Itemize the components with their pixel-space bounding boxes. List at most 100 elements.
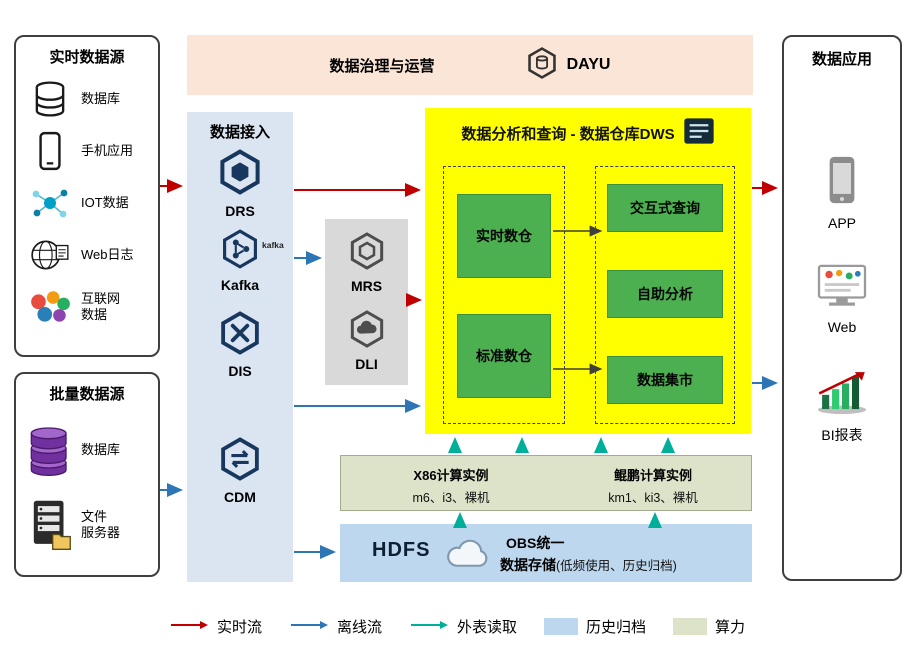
realtime-sources-list: 数据库 手机应用 IOT数据 Web日志	[26, 73, 154, 333]
iot-icon	[26, 185, 74, 221]
compute-group-spec: km1、ki3、裸机	[608, 491, 698, 505]
ingestion-item-label: Kafka	[220, 277, 260, 293]
legend-item-offline-flow: 离线流	[289, 616, 382, 637]
dws-icon	[683, 117, 715, 149]
source-item-database: 数据库	[26, 73, 154, 125]
web-monitor-icon	[816, 263, 868, 314]
red-arrow-icon	[169, 618, 209, 635]
batch-sources-list: 数据库 文件 服务器	[26, 414, 154, 564]
app-phone-icon	[825, 155, 859, 210]
dws-title: 数据分析和查询 - 数据仓库DWS	[461, 125, 675, 143]
platform-panel: MRS DLI	[325, 219, 408, 385]
dli-icon	[347, 309, 387, 354]
legend-item-compute: 算力	[673, 616, 745, 637]
purple-database-icon	[26, 421, 74, 479]
platform-item-label: MRS	[350, 278, 383, 294]
teal-arrow-icon	[409, 618, 449, 635]
blue-arrow-icon	[289, 618, 329, 635]
ingestion-item-label: DRS	[225, 203, 255, 219]
ingestion-item-label: CDM	[224, 489, 256, 505]
cdm-icon	[217, 436, 263, 487]
app-item-label: BI报表	[821, 427, 863, 443]
obs-title-line2: 数据存储	[500, 557, 556, 573]
kafka-wordmark: kafka	[262, 240, 284, 250]
legend-label: 外表读取	[456, 619, 517, 636]
realtime-sources-title: 实时数据源	[49, 49, 125, 66]
source-item-label: Web日志	[81, 246, 134, 262]
archive-swatch	[544, 618, 578, 635]
file-server-icon	[26, 498, 74, 552]
database-icon	[26, 80, 74, 118]
source-item-weblog: Web日志	[26, 229, 154, 281]
legend-label: 离线流	[336, 619, 382, 636]
weblog-icon	[26, 236, 74, 274]
hdfs-label: HDFS	[372, 539, 431, 561]
drs-icon	[216, 148, 264, 201]
dayu-icon	[525, 46, 559, 85]
ingestion-item-drs: DRS	[187, 148, 293, 219]
ingestion-panel: 数据接入 DRS kafka Kafka DIS CDM	[187, 112, 293, 582]
app-item-label: Web	[827, 319, 857, 335]
compute-swatch	[673, 618, 708, 635]
governance-title: 数据治理与运营	[329, 57, 435, 75]
legend-item-archive: 历史归档	[544, 616, 646, 637]
app-item-web: Web	[784, 263, 900, 335]
source-item-internet-data: 互联网 数据	[26, 281, 154, 333]
governance-banner: 数据治理与运营 DAYU	[187, 35, 753, 95]
source-item-file-server: 文件 服务器	[26, 486, 154, 564]
dws-title-row: 数据分析和查询 - 数据仓库DWS	[425, 108, 751, 149]
warehouse-standard: 标准数仓	[457, 314, 551, 398]
ingestion-item-label: DIS	[228, 363, 252, 379]
legend: 实时流 离线流 外表读取 历史归档 算力	[0, 616, 914, 637]
ingestion-item-kafka: kafka Kafka	[187, 228, 293, 293]
dayu-product: DAYU	[525, 46, 611, 85]
warehouse-realtime: 实时数仓	[457, 194, 551, 278]
storage-panel: HDFS OBS统一 数据存储 (低频使用、历史归档)	[340, 524, 752, 582]
service-data-mart: 数据集市	[607, 356, 723, 404]
platform-item-dli: DLI	[325, 309, 408, 372]
source-item-label: 数据库	[81, 90, 121, 106]
mrs-icon	[347, 231, 387, 276]
kafka-icon	[219, 228, 261, 275]
source-item-label: 文件 服务器	[81, 508, 121, 540]
obs-title-line1: OBS统一	[506, 535, 565, 551]
service-group-frame	[595, 166, 735, 424]
compute-group-name: X86计算实例	[413, 468, 489, 483]
service-interactive-query: 交互式查询	[607, 184, 723, 232]
ingestion-item-cdm: CDM	[187, 436, 293, 505]
platform-item-label: DLI	[355, 356, 378, 372]
compute-group-name: 鲲鹏计算实例	[613, 468, 692, 483]
batch-sources-title: 批量数据源	[49, 386, 125, 403]
applications-title: 数据应用	[811, 51, 872, 68]
legend-label: 算力	[715, 619, 746, 636]
warehouse-group-frame	[443, 166, 565, 424]
internet-data-icon	[26, 289, 74, 325]
legend-label: 历史归档	[586, 619, 647, 636]
app-item-bi: BI报表	[784, 369, 900, 445]
source-item-label: 手机应用	[81, 142, 134, 158]
legend-item-realtime-flow: 实时流	[169, 616, 262, 637]
dayu-label: DAYU	[566, 56, 611, 73]
compute-group-kunpeng: 鲲鹏计算实例 km1、ki3、裸机	[573, 465, 733, 506]
legend-item-external-read: 外表读取	[409, 616, 517, 637]
source-item-label: 互联网 数据	[81, 290, 121, 322]
compute-panel: X86计算实例 m6、i3、裸机 鲲鹏计算实例 km1、ki3、裸机	[340, 455, 752, 511]
phone-icon	[26, 131, 74, 171]
app-item-label: APP	[827, 215, 856, 231]
ingestion-title: 数据接入	[209, 124, 270, 141]
source-item-label: IOT数据	[81, 194, 129, 210]
compute-group-spec: m6、i3、裸机	[412, 491, 490, 505]
platform-item-mrs: MRS	[325, 231, 408, 294]
source-item-label: 数据库	[81, 441, 121, 457]
bi-chart-icon	[815, 369, 869, 420]
realtime-sources-panel: 实时数据源 数据库 手机应用 IOT数据	[14, 35, 160, 357]
dis-icon	[217, 310, 263, 361]
batch-sources-panel: 批量数据源 数据库 文件 服务器	[14, 372, 160, 577]
applications-panel: 数据应用 APP Web BI报表	[782, 35, 902, 581]
obs-text-block: OBS统一 数据存储 (低频使用、历史归档)	[500, 533, 677, 575]
obs-cloud-icon	[444, 536, 492, 575]
service-self-analysis: 自助分析	[607, 270, 723, 318]
source-item-batch-database: 数据库	[26, 414, 154, 486]
source-item-mobile-app: 手机应用	[26, 125, 154, 177]
